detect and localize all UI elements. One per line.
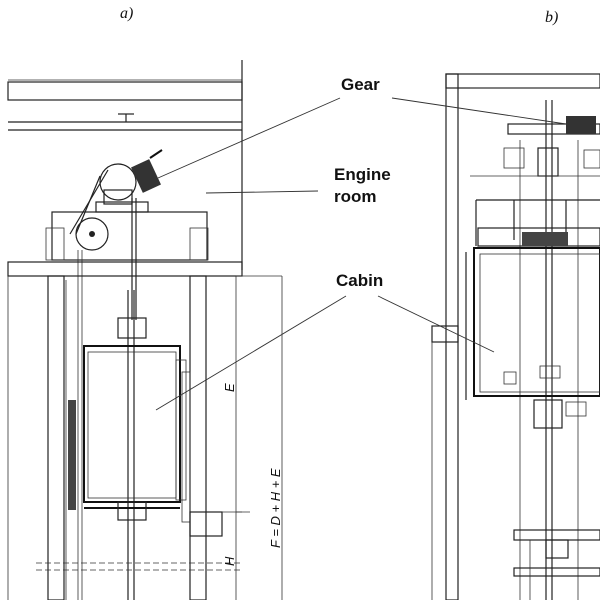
roof-b [445, 73, 600, 89]
panel-a-drawing [7, 60, 283, 600]
label-gear: Gear [341, 75, 380, 94]
cabin-a [83, 317, 187, 521]
leader-cabin-a [155, 295, 347, 411]
leader-gear-b [391, 97, 567, 125]
shaft-wall-left [47, 275, 65, 600]
roof-slab [7, 81, 243, 101]
leader-engine-room [205, 190, 319, 194]
panel-b-drawing [431, 73, 600, 600]
wall-left-b [445, 73, 459, 600]
counterweight [68, 400, 76, 510]
dimension-e: E [222, 383, 237, 392]
dimension-h: H [222, 556, 237, 566]
shaft-wall-right [189, 275, 207, 600]
landing-door [181, 371, 191, 523]
dimension-f: F = D + H + E [268, 468, 283, 548]
leader-cabin-b [377, 295, 495, 353]
panel-label-b: b) [545, 9, 558, 26]
cabin-b [465, 247, 600, 400]
label-engine-room: Engine room [334, 165, 395, 206]
machine-platform [51, 211, 208, 261]
leader-gear-a [157, 97, 341, 179]
machine-room-floor [7, 261, 243, 277]
label-cabin: Cabin [336, 271, 383, 290]
gear-b [566, 116, 596, 134]
panel-label-a: a) [120, 5, 133, 22]
gear-motor [131, 149, 163, 193]
traction-sheave [99, 163, 137, 201]
